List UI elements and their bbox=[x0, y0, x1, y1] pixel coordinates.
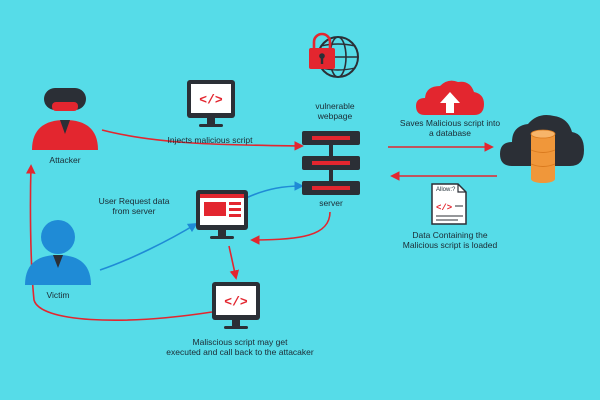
cloud-upload-icon bbox=[416, 80, 484, 115]
database-icon bbox=[500, 115, 584, 183]
allow-tag: Allow:? bbox=[436, 187, 456, 193]
code-document-icon: </> bbox=[431, 183, 467, 225]
executed-label: Maliscious script may get executed and c… bbox=[155, 337, 325, 357]
loaded-line: Malicious script is loaded bbox=[402, 240, 498, 250]
victim-label: Victim bbox=[46, 290, 70, 300]
data-containing-label: Data Containing the Malicious script is … bbox=[385, 230, 515, 250]
executed-line1: Maliscious script may get bbox=[192, 337, 288, 347]
webpage-monitor-icon bbox=[196, 190, 248, 239]
user-request-label: User Request data from server bbox=[82, 196, 186, 216]
arrow-callback bbox=[25, 164, 213, 321]
injects-label: Injects malicious script bbox=[167, 135, 253, 145]
execute-monitor-icon: </> bbox=[212, 282, 260, 329]
user-request-line: User Request data bbox=[98, 196, 170, 206]
svg-text:</>: </> bbox=[199, 93, 223, 108]
svg-text:</>: </> bbox=[224, 295, 248, 310]
arrow-to-execute bbox=[228, 245, 240, 280]
from-server-line: from server bbox=[112, 206, 156, 216]
executed-line2: executed and call back to the attacaker bbox=[166, 347, 314, 357]
arrow-server-response bbox=[250, 211, 331, 245]
lock-globe-icon bbox=[309, 32, 359, 78]
victim-icon bbox=[25, 220, 91, 285]
arrow-request-to-server bbox=[245, 181, 304, 199]
database-line: a database bbox=[428, 128, 472, 138]
server-label: server bbox=[319, 198, 343, 208]
attacker-label: Attacker bbox=[49, 155, 81, 165]
webpage-line: webpage bbox=[317, 111, 353, 121]
code-monitor-icon: </> bbox=[187, 80, 235, 127]
data-containing-line: Data Containing the bbox=[412, 230, 488, 240]
svg-text:</>: </> bbox=[436, 203, 452, 213]
arrow-inject bbox=[101, 129, 304, 151]
saves-line: Saves Malicious script into bbox=[399, 118, 501, 128]
attacker-icon bbox=[32, 88, 98, 150]
saves-label: Saves Malicious script into a database bbox=[380, 118, 520, 138]
arrow-victim-request bbox=[99, 222, 198, 271]
server-rack-icon bbox=[302, 131, 360, 195]
vulnerable-webpage-label: vulnerable webpage bbox=[300, 101, 370, 121]
vulnerable-line: vulnerable bbox=[315, 101, 355, 111]
